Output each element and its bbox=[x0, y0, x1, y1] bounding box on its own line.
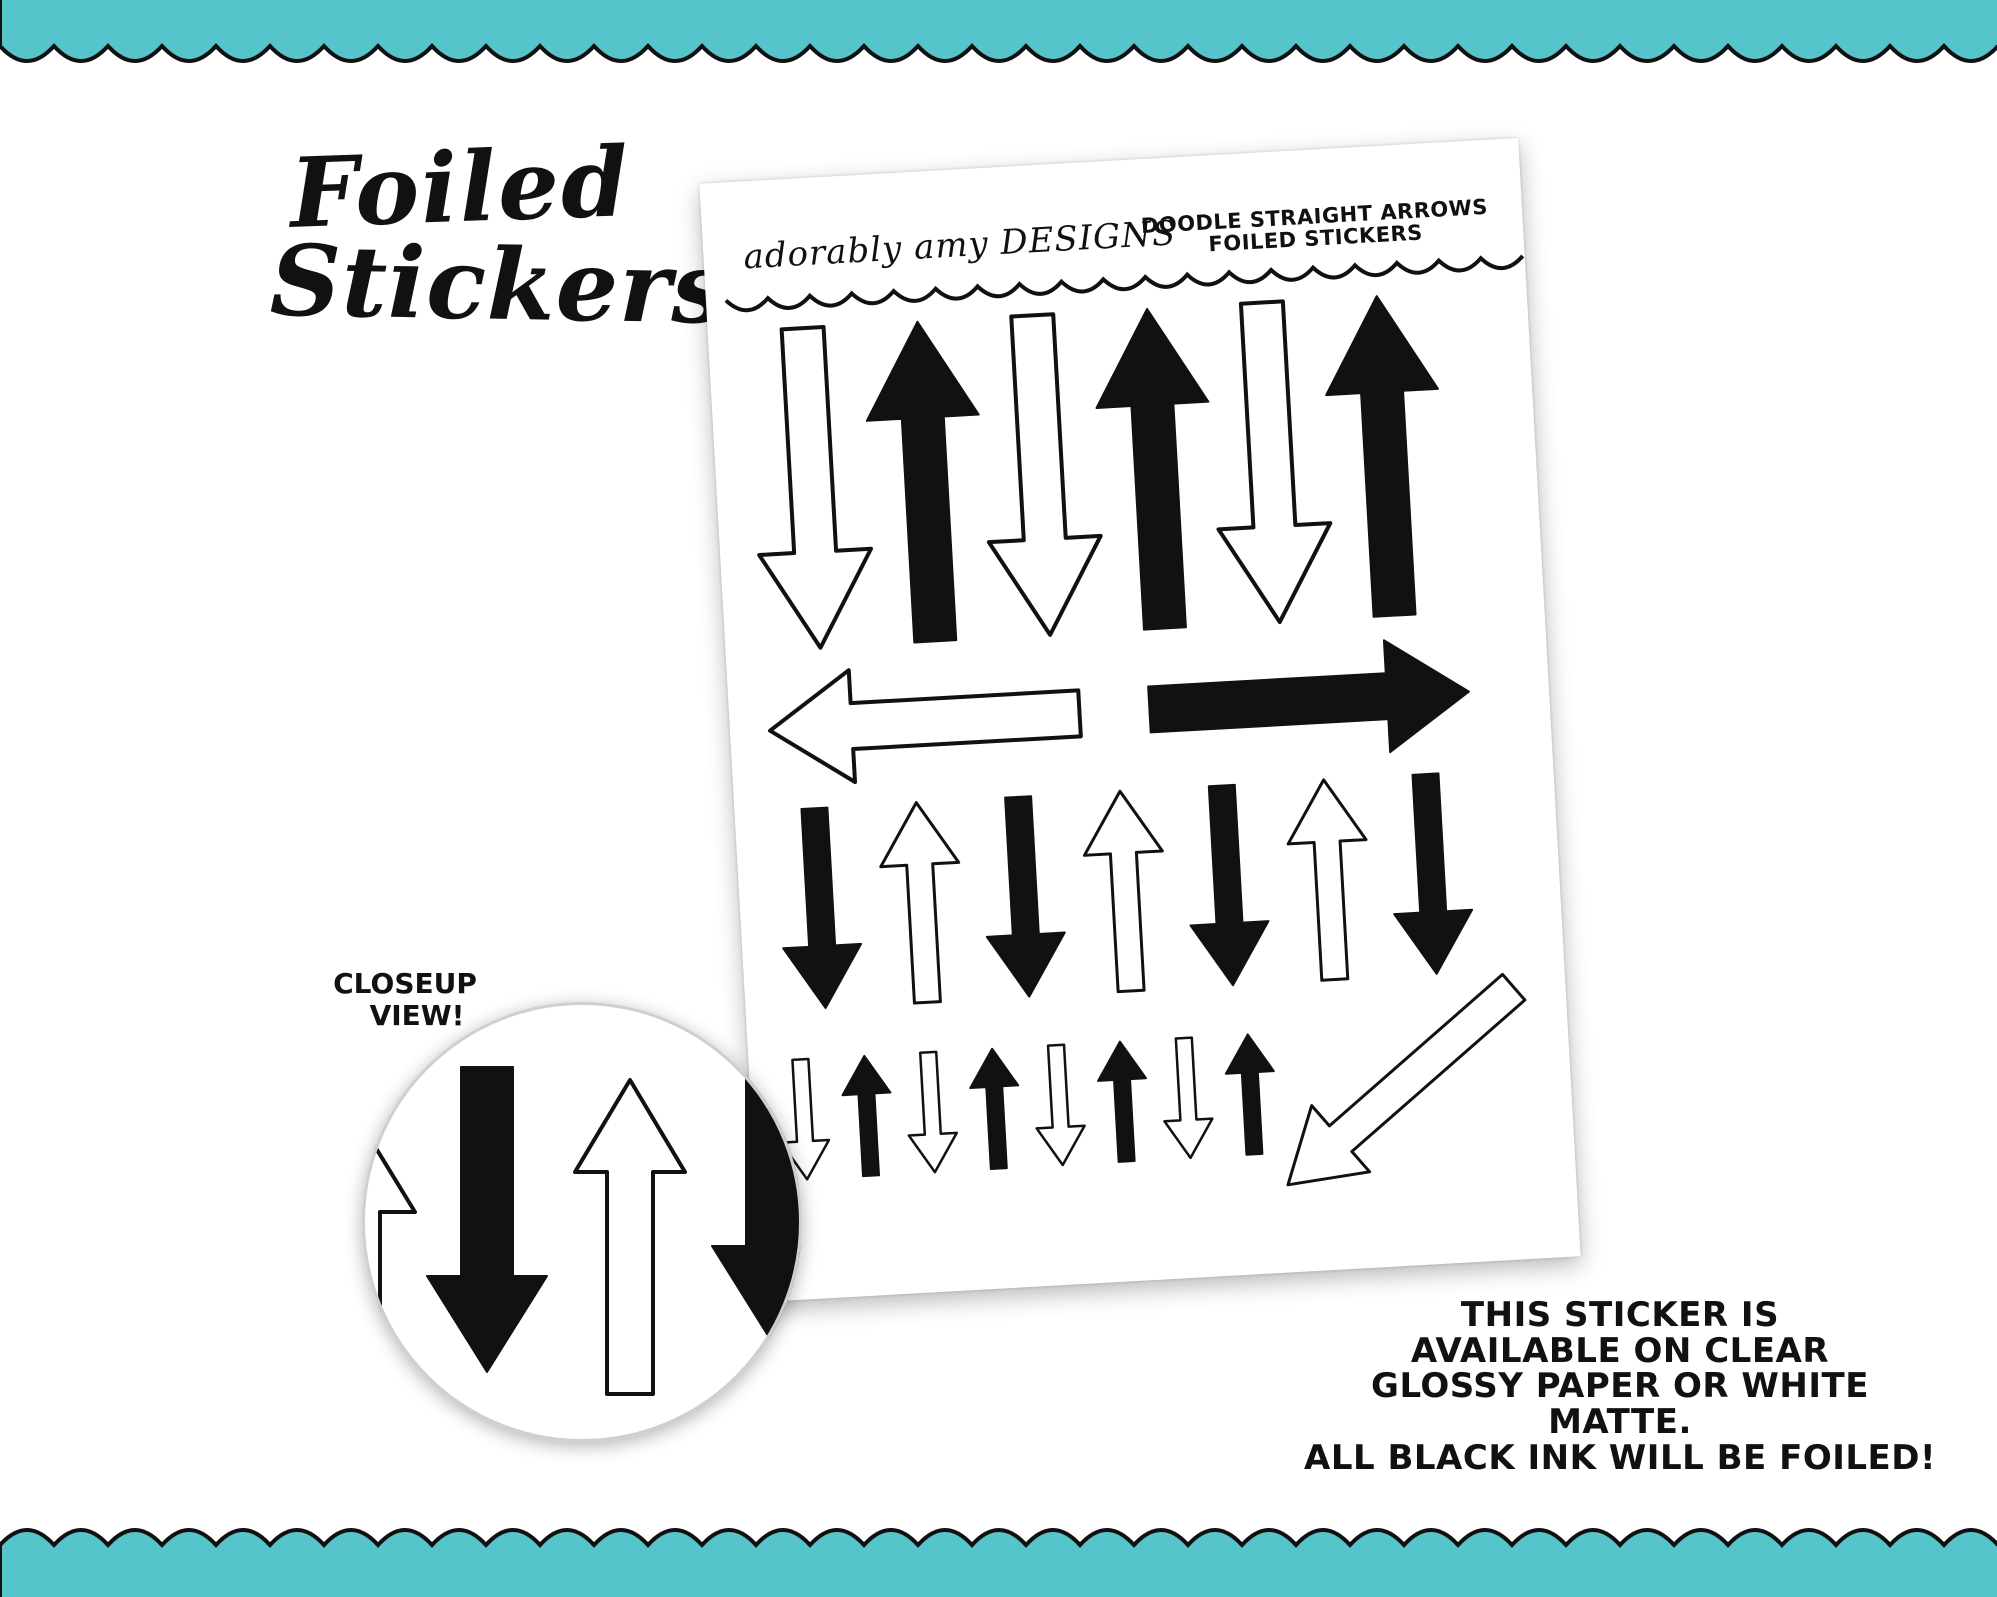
arrow-right-icon bbox=[1147, 639, 1470, 754]
note-line-1: THIS STICKER IS bbox=[1460, 1295, 1780, 1335]
arrow-up-icon bbox=[1286, 778, 1368, 982]
arrow-down-icon bbox=[1163, 1036, 1214, 1160]
page-title: Foiled Stickers bbox=[269, 125, 729, 347]
arrow-down-icon bbox=[782, 806, 863, 1010]
title-line-stickers: Stickers bbox=[269, 223, 729, 347]
arrow-up-icon bbox=[1082, 789, 1164, 994]
arrow-up-icon bbox=[1325, 295, 1439, 618]
closeup-label-line-2: VIEW! bbox=[369, 999, 465, 1033]
arrow-up-icon bbox=[865, 320, 980, 644]
arrow-up-icon bbox=[969, 1047, 1020, 1171]
arrow-up-icon bbox=[1224, 1033, 1275, 1156]
note-line-3: GLOSSY PAPER OR WHITE MATTE. bbox=[1371, 1366, 1869, 1443]
arrow-down-icon bbox=[426, 1066, 548, 1373]
availability-note: THIS STICKER IS AVAILABLE ON CLEAR GLOSS… bbox=[1300, 1295, 1940, 1478]
closeup-label: CLOSEUP VIEW! bbox=[330, 967, 480, 1033]
arrow-up-icon bbox=[573, 1078, 687, 1396]
top-band-fill bbox=[0, 0, 1997, 59]
arrow-down-icon bbox=[757, 325, 874, 650]
arrow-down-icon bbox=[907, 1050, 959, 1174]
arrow-down-icon bbox=[986, 312, 1103, 637]
arrow-up-icon bbox=[1095, 307, 1210, 631]
bottom-scallop-band bbox=[0, 1477, 1997, 1597]
sticker-sheet: adorably amy DESIGNS DOODLE STRAIGHT ARR… bbox=[699, 137, 1581, 1303]
arrow-down-icon bbox=[1393, 772, 1474, 975]
arrow-down-icon bbox=[779, 1057, 831, 1181]
arrow-diagonal-group bbox=[1286, 972, 1527, 1187]
sheet-artwork bbox=[724, 254, 1527, 1187]
sheet-header-scallop bbox=[724, 254, 1525, 313]
arrow-up-icon bbox=[1097, 1040, 1148, 1163]
arrow-up-icon bbox=[879, 801, 961, 1005]
arrow-left-icon bbox=[768, 668, 1083, 785]
top-scallop-band bbox=[0, 0, 1997, 120]
arrow-diagonal-icon bbox=[1286, 972, 1527, 1187]
note-line-4: ALL BLACK INK WILL BE FOILED! bbox=[1304, 1437, 1936, 1478]
closeup-label-line-1: CLOSEUP bbox=[333, 967, 477, 1000]
arrow-down-icon bbox=[1035, 1043, 1086, 1167]
note-line-2: AVAILABLE ON CLEAR bbox=[1410, 1330, 1830, 1371]
arrow-down-icon bbox=[985, 795, 1066, 998]
top-band-outline bbox=[0, 0, 1997, 63]
arrow-up-icon bbox=[362, 1121, 417, 1442]
arrow-up-icon bbox=[841, 1054, 892, 1178]
bottom-band-fill bbox=[0, 1532, 1997, 1597]
arrow-down-icon bbox=[1216, 299, 1333, 625]
arrow-down-icon bbox=[1189, 783, 1270, 987]
closeup-magnifier bbox=[362, 1002, 802, 1442]
bottom-band-outline bbox=[0, 1528, 1997, 1597]
